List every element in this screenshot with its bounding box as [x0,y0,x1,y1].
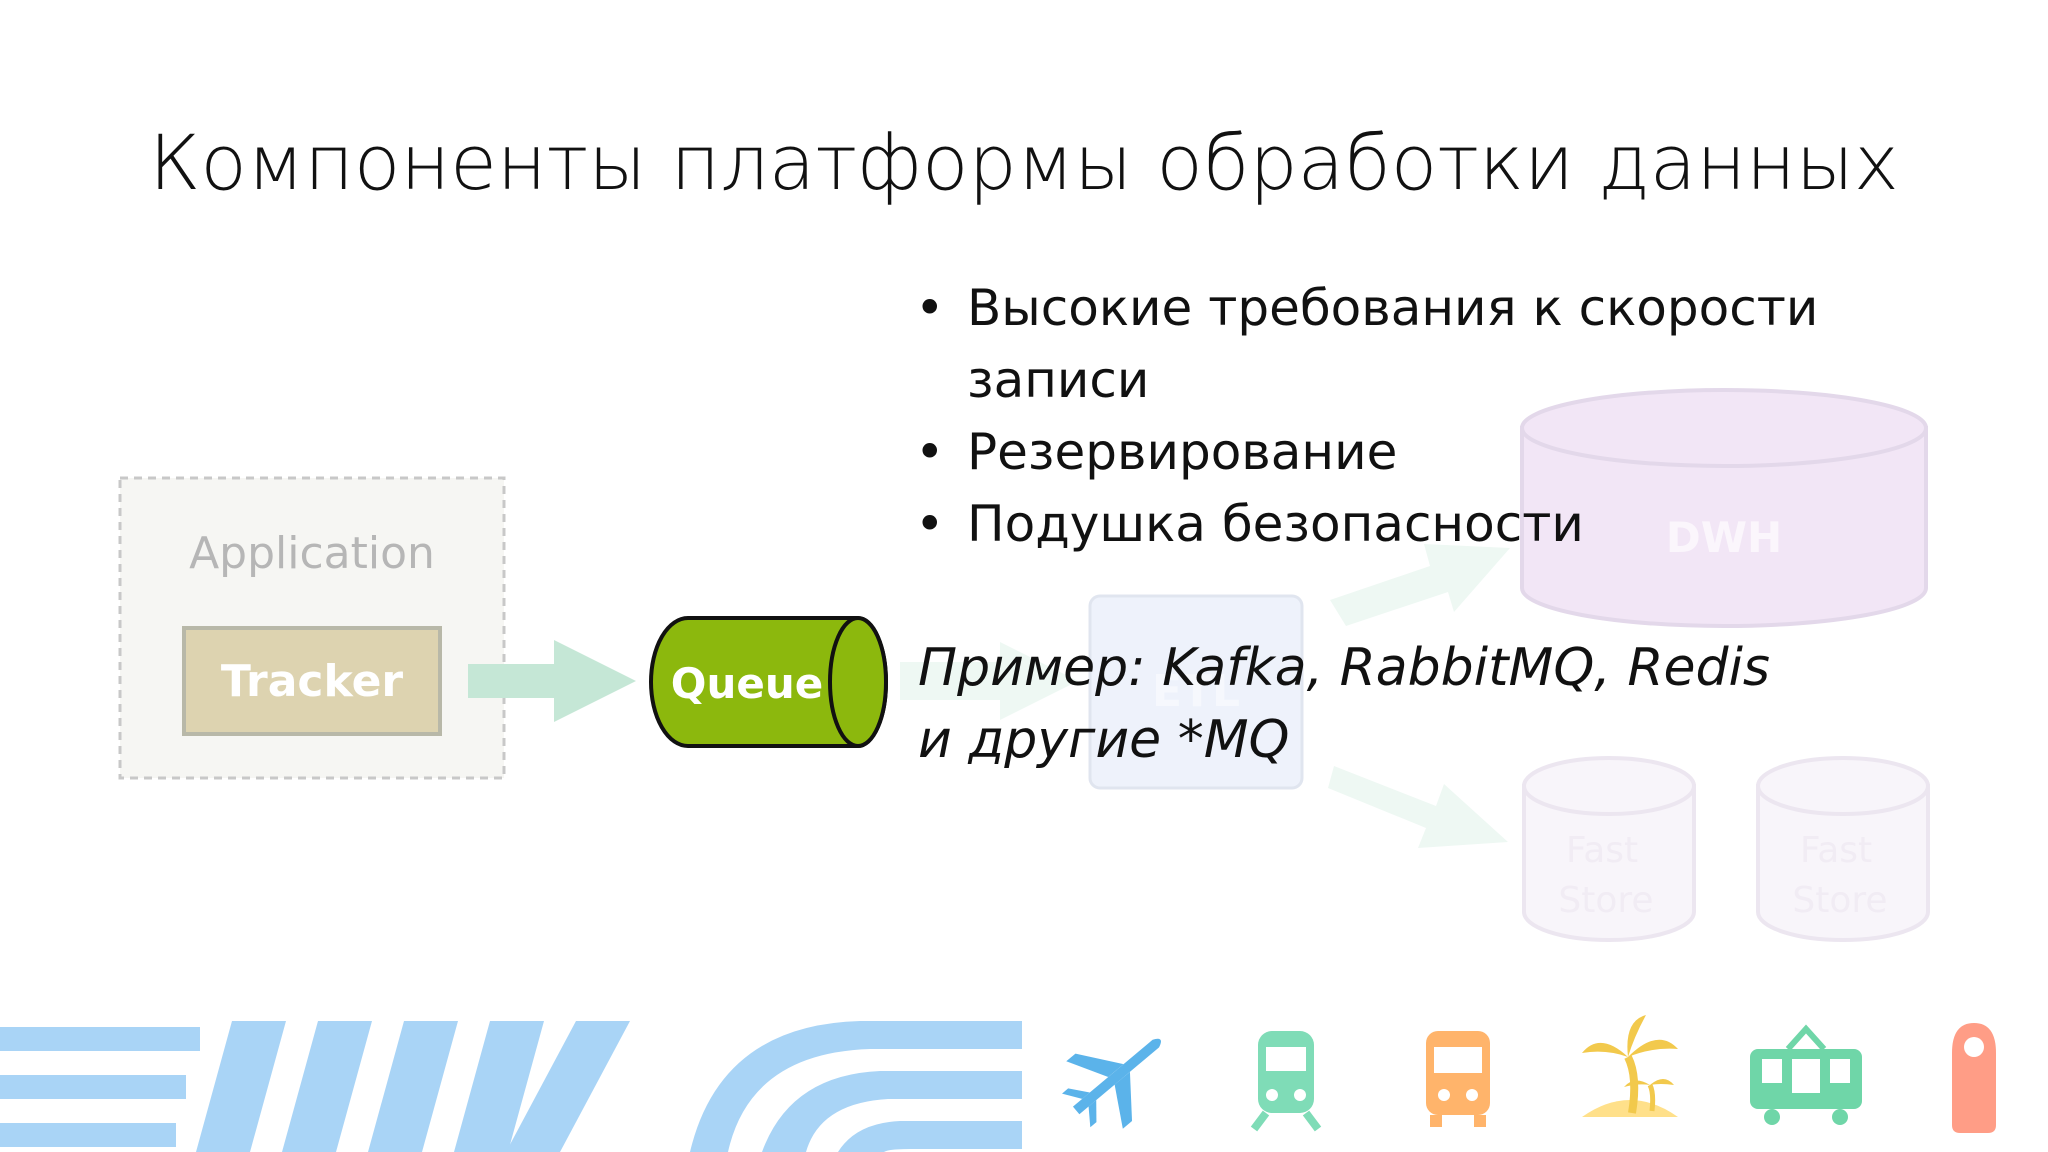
arrow-etl-to-faststore [1328,766,1508,848]
example-line-2: и другие *MQ [918,710,1290,770]
application-label: Application [189,528,435,579]
bullet-dot: • [915,495,945,553]
fast-store-2-line1: Fast [1800,830,1872,871]
dwh-label: DWH [1666,513,1782,562]
fast-store-1-line1: Fast [1566,830,1638,871]
bus-icon [1426,1031,1490,1127]
example-text: Пример: Kafka, RabbitMQ, Redis и другие … [918,632,1818,776]
palm-island-icon [1582,1015,1678,1117]
etl-box [1088,594,1304,790]
tracker-box [182,626,442,736]
train-icon [1250,1031,1322,1132]
bullet-text: Резервирование [967,423,1398,481]
bullet-item: • Подушка безопасности [915,488,1895,560]
queue-cylinder [649,616,888,748]
tracker-label: Tracker [221,656,404,707]
fast-store-cylinder-1 [1522,756,1696,942]
fast-store-1-line2: Store [1558,880,1653,921]
bullet-text: Высокие требования к скорости записи [967,279,1819,409]
arrow-queue-to-etl [900,642,1078,720]
door-hanger-icon [1952,1023,1996,1133]
bullet-dot: • [915,279,945,337]
airplane-icon [1062,1038,1161,1129]
arrow-tracker-to-queue [468,640,636,722]
data-flow-diagram: Application Tracker Queue ETL DWH Fast S… [118,388,1930,942]
arrow-etl-to-dwh [1330,544,1510,626]
fast-store-cylinder-2 [1756,756,1930,942]
bullet-item: • Резервирование [915,416,1895,488]
fast-store-2-line2: Store [1792,880,1887,921]
queue-label: Queue [671,659,823,708]
example-line-1: Пример: Kafka, RabbitMQ, Redis [918,638,1771,698]
bullet-dot: • [915,423,945,481]
footer-decoration [0,1015,1996,1152]
tram-icon [1750,1024,1862,1125]
dwh-cylinder [1520,388,1928,628]
bullet-list: • Высокие требования к скорости записи •… [915,272,1895,560]
etl-label: ETL [1152,666,1240,717]
bullet-item: • Высокие требования к скорости записи [915,272,1895,416]
bullet-text: Подушка безопасности [967,495,1584,553]
brand-stripes [0,1021,1022,1152]
slide-title: Компоненты платформы обработки данных [149,118,1899,207]
